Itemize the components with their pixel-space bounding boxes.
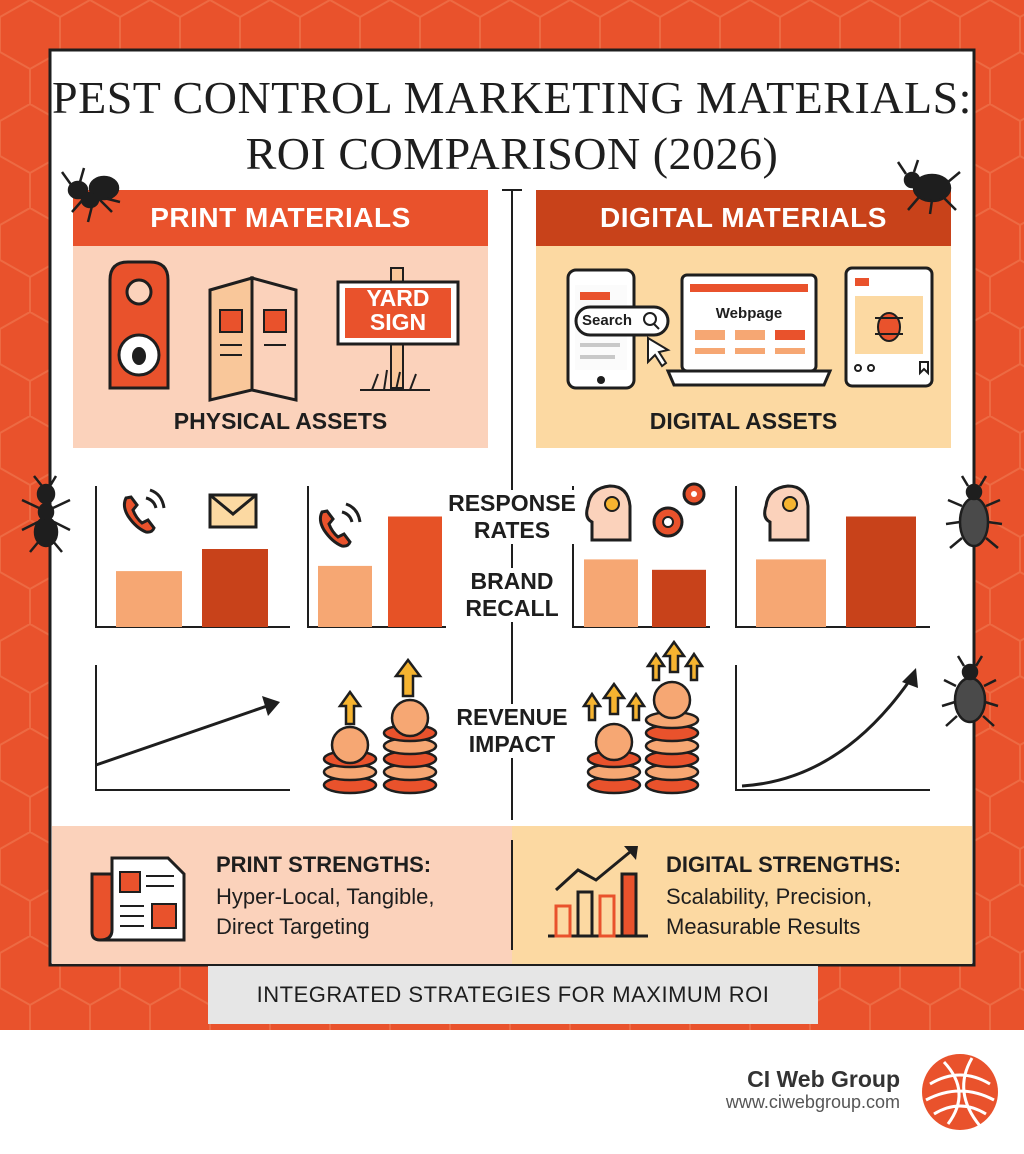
brand-recall-label: BRAND RECALL — [452, 568, 572, 622]
gears-icon — [652, 482, 706, 538]
revenue-impact-label: REVENUE IMPACT — [447, 704, 577, 758]
door-hanger-icon — [108, 260, 170, 390]
digital-brand-recall-bar-1 — [756, 559, 826, 627]
coin-stack-icon — [581, 639, 705, 795]
print-header-bg — [73, 190, 488, 246]
growth-chart-icon — [548, 846, 648, 938]
digital-response-rates-bar-2 — [652, 569, 706, 627]
brand-recall-line2: RECALL — [465, 595, 559, 621]
ringing-phone-icon — [122, 488, 166, 534]
digital-header-bg — [536, 190, 951, 246]
digital-materials-header: DIGITAL MATERIALS — [600, 202, 887, 233]
coin-stack-icon — [322, 657, 438, 795]
response-rates-line1: RESPONSE — [448, 490, 576, 516]
newspaper-icon — [90, 856, 186, 942]
beetle-icon — [896, 159, 961, 215]
digital-response-rates-bar-1 — [584, 559, 638, 627]
lightbulb-head-icon — [585, 484, 632, 542]
integrated-strategies-banner: INTEGRATED STRATEGIES FOR MAXIMUM ROI — [208, 966, 818, 1024]
print-response-rates-bar-1 — [116, 571, 182, 627]
social-post-icon — [844, 266, 934, 388]
envelope-icon — [208, 493, 258, 529]
ant-icon — [60, 167, 121, 223]
webpage-text: Webpage — [715, 305, 783, 322]
search-text: Search — [582, 312, 633, 329]
brand-name: CI Web Group — [747, 1066, 900, 1092]
yard-sign-line2: SIGN — [369, 309, 427, 335]
beetle-icon — [941, 655, 999, 727]
ant-icon — [21, 475, 71, 553]
beetle-icon — [945, 475, 1003, 549]
revenue-impact-line1: REVENUE — [456, 704, 568, 730]
digital-assets-label: DIGITAL ASSETS — [649, 408, 838, 434]
search-bar-icon — [574, 305, 671, 368]
brochure-icon — [208, 276, 298, 402]
digital-strengths: DIGITAL STRENGTHS: Scalability, Precisio… — [666, 852, 966, 942]
response-rates-line2: RATES — [473, 517, 551, 543]
digital-strengths-title: DIGITAL STRENGTHS: — [666, 852, 902, 877]
yard-sign-text: YARD SIGN — [345, 286, 451, 334]
print-trend-line — [95, 696, 280, 767]
brand-recall-line1: BRAND — [470, 568, 554, 594]
revenue-impact-line2: IMPACT — [468, 731, 556, 757]
digital-strengths-line1: Scalability, Precision, — [666, 884, 873, 909]
print-strengths-title: PRINT STRENGTHS: — [216, 852, 432, 877]
page-title-line1: PEST CONTROL MARKETING MATERIALS: — [52, 72, 972, 123]
brand-url[interactable]: www.ciwebgroup.com — [725, 1092, 900, 1112]
digital-trend-line — [741, 668, 918, 788]
lightbulb-head-icon — [763, 484, 810, 542]
yard-sign-icon — [336, 267, 460, 391]
ringing-phone-icon — [318, 502, 362, 548]
laptop-icon — [665, 273, 833, 387]
globe-logo-icon — [922, 1054, 998, 1130]
print-brand-recall-bar-2 — [388, 516, 442, 627]
page-title: PEST CONTROL MARKETING MATERIALS: ROI CO… — [50, 70, 974, 182]
physical-assets-label: PHYSICAL ASSETS — [173, 408, 388, 434]
print-materials-header: PRINT MATERIALS — [150, 202, 411, 233]
yard-sign-line1: YARD — [366, 285, 430, 311]
print-brand-recall-bar-1 — [318, 565, 372, 627]
digital-strengths-line2: Measurable Results — [666, 914, 861, 939]
print-response-rates-bar-2 — [202, 549, 268, 627]
print-strengths-line2: Direct Targeting — [216, 914, 370, 939]
print-strengths-line1: Hyper-Local, Tangible, — [216, 884, 435, 909]
page-title-line2: ROI COMPARISON (2026) — [245, 128, 779, 179]
response-rates-label: RESPONSE RATES — [442, 490, 582, 544]
print-strengths: PRINT STRENGTHS: Hyper-Local, Tangible, … — [216, 852, 506, 942]
digital-brand-recall-bar-2 — [846, 516, 916, 627]
